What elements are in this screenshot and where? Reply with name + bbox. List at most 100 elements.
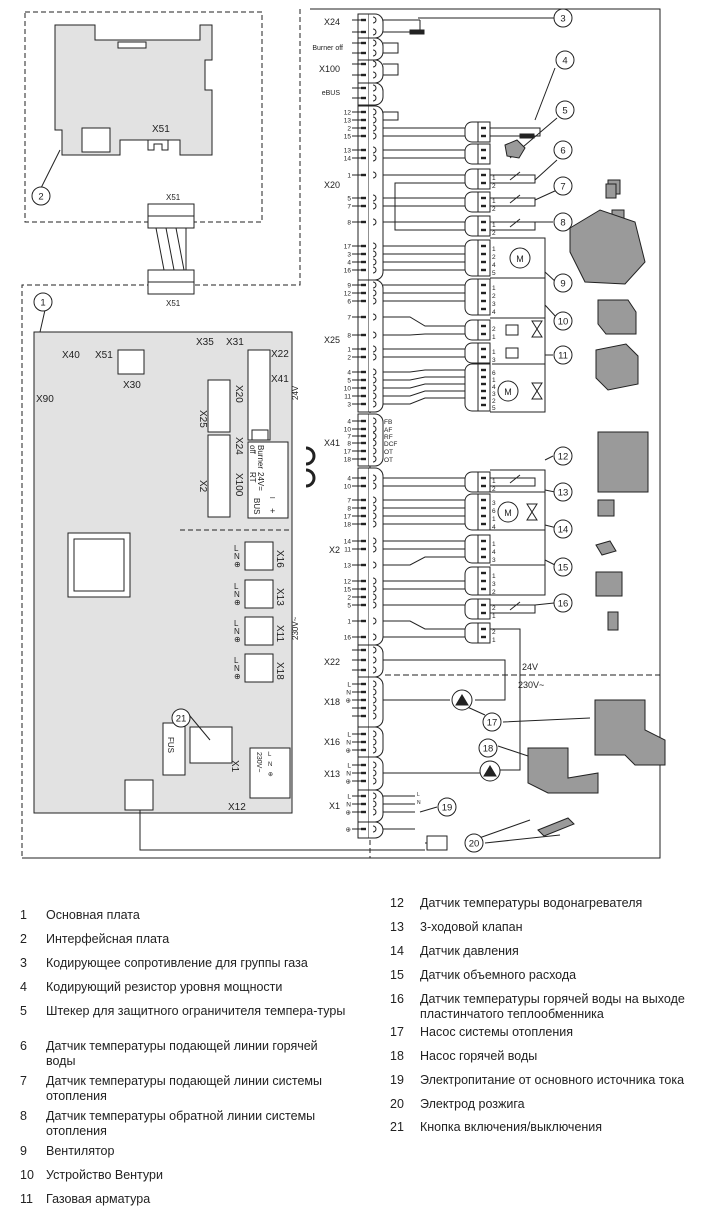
pin-label: ⊕ bbox=[346, 748, 352, 755]
voltage-label-24: 24V bbox=[522, 662, 538, 672]
transformer-core bbox=[73, 538, 125, 592]
legend-text: Кодирующее сопротивление для группы газа bbox=[46, 956, 308, 970]
pin bbox=[361, 441, 366, 445]
on-off-switch[interactable] bbox=[189, 726, 233, 764]
pin bbox=[361, 547, 366, 551]
pin-socket bbox=[352, 537, 377, 545]
pin bbox=[361, 603, 366, 607]
pin bbox=[361, 682, 366, 686]
cable-x51-label: X51 bbox=[166, 299, 181, 308]
pin bbox=[361, 476, 366, 480]
pin bbox=[481, 635, 486, 639]
legend-number: 18 bbox=[390, 1049, 404, 1063]
pin bbox=[361, 522, 366, 526]
callout-3: 3 bbox=[553, 8, 573, 28]
connector-socket-housing bbox=[464, 215, 478, 237]
callout-circle bbox=[553, 345, 573, 365]
signal-label: RF bbox=[384, 434, 393, 441]
pin-label: N bbox=[346, 802, 351, 809]
pin-socket bbox=[352, 432, 377, 440]
callout-number: 8 bbox=[560, 218, 565, 229]
pin-socket bbox=[352, 345, 377, 353]
legend-item: 9 Вентилятор bbox=[20, 1144, 346, 1159]
x20-header bbox=[247, 349, 271, 441]
legend-number: 17 bbox=[390, 1025, 404, 1039]
pin bbox=[361, 427, 366, 431]
pin bbox=[481, 332, 486, 336]
pin bbox=[361, 244, 366, 248]
pin bbox=[361, 355, 366, 359]
signal-label: AF bbox=[384, 427, 392, 434]
legend-number: 9 bbox=[20, 1144, 27, 1158]
callout-11: 11 bbox=[553, 345, 573, 365]
pin-label: 3 bbox=[347, 402, 351, 409]
ntc-symbol bbox=[490, 601, 536, 614]
legend-number: 21 bbox=[390, 1120, 404, 1134]
pin bbox=[481, 389, 486, 393]
connector-socket-housing bbox=[369, 59, 384, 84]
pin-socket bbox=[352, 704, 377, 712]
component-connector: 143 bbox=[464, 534, 496, 564]
pin-socket bbox=[352, 250, 377, 258]
pin-socket bbox=[352, 761, 377, 769]
interface-x51-label: X51 bbox=[152, 124, 170, 135]
wire bbox=[383, 795, 415, 830]
connector-pin-housing bbox=[477, 363, 491, 412]
pin-label: L bbox=[347, 794, 351, 801]
pin-label: 4 bbox=[492, 309, 496, 316]
connector-pin-housing bbox=[477, 471, 491, 493]
pin-socket bbox=[352, 504, 377, 512]
pin bbox=[361, 62, 366, 66]
dhw-tank-sensor-icon bbox=[597, 431, 649, 493]
pin bbox=[481, 514, 486, 518]
board-label-x20: X20 bbox=[233, 385, 244, 403]
pin bbox=[481, 347, 486, 351]
pin-label: 2 bbox=[492, 629, 496, 636]
pin-label: 2 bbox=[492, 605, 496, 612]
pin-socket bbox=[352, 368, 377, 376]
heating-pump-icon bbox=[594, 699, 666, 766]
legend-text: Вентилятор bbox=[46, 1144, 115, 1158]
connector-socket-housing bbox=[464, 168, 478, 190]
ribbon-cable bbox=[155, 227, 187, 271]
pin-label: 1 bbox=[347, 173, 351, 180]
pin-label: 15 bbox=[344, 587, 352, 594]
legend-text: Датчик объемного расхода bbox=[420, 968, 577, 982]
socket-pin-label: ⊕ bbox=[234, 560, 241, 569]
pin-socket bbox=[352, 49, 377, 57]
pin-label: N bbox=[346, 771, 351, 778]
pin bbox=[481, 355, 486, 359]
pin-label: 2 bbox=[492, 486, 496, 493]
pin bbox=[361, 779, 366, 783]
connector-socket-housing bbox=[464, 493, 478, 531]
callout-4: 4 bbox=[555, 50, 575, 70]
pin-label: 1 bbox=[492, 198, 496, 205]
legend-text: Датчик температуры водонагревателя bbox=[420, 896, 643, 910]
component-connector: 132 bbox=[464, 566, 496, 596]
pin-label: 3 bbox=[492, 391, 496, 398]
legend-text: Кодирующий резистор уровня мощности bbox=[46, 980, 283, 994]
ignition-connector bbox=[426, 835, 448, 851]
callout-9: 9 bbox=[553, 273, 573, 293]
pin bbox=[361, 134, 366, 138]
interface-board-zone bbox=[24, 11, 263, 223]
x1-out-label: N bbox=[417, 800, 421, 806]
board-label-x40: X40 bbox=[62, 350, 80, 361]
pin-socket bbox=[352, 266, 377, 274]
signal-label: DCF bbox=[384, 441, 397, 448]
pin-label: 4 bbox=[492, 262, 496, 269]
pin-label: L bbox=[347, 732, 351, 739]
x30-socket bbox=[117, 349, 145, 375]
ntc-symbol bbox=[490, 218, 536, 231]
valve-icon bbox=[531, 382, 543, 400]
board-label-x51: X51 bbox=[95, 350, 113, 361]
component-connector: 13 bbox=[464, 342, 496, 364]
connector-pin-housing bbox=[477, 342, 491, 364]
x1-terminal-pin: N bbox=[268, 762, 272, 768]
